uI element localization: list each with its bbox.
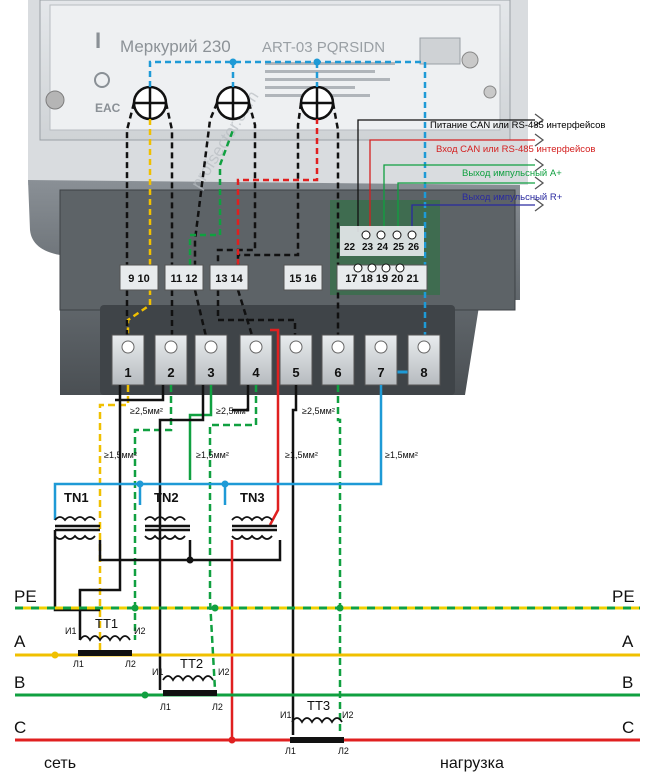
wire-size-thick-1: ≥2,5мм² (130, 406, 163, 416)
interface-pulse-r-label: Выход импульсный R+ (462, 192, 563, 203)
tt3-l1: Л1 (285, 746, 296, 756)
coil-2-icon (215, 85, 251, 121)
footer-labels: сеть нагрузка (44, 755, 504, 772)
current-transformers: TT1 TT2 TT3 И1 И2 Л1 Л2 И1 И2 Л1 Л2 И1 И… (65, 616, 353, 756)
terminal-15-16: 15 16 (289, 273, 317, 285)
bottom-terminals: 1 2 3 4 5 6 7 8 (111, 334, 441, 386)
terminal-9-10: 9 10 (128, 273, 149, 285)
interface-pulse-a-label: Выход импульсный А+ (462, 168, 562, 179)
voltage-transformer-labels: TN1 TN2 TN3 (64, 490, 265, 505)
terminal-11-12: 11 12 (171, 273, 198, 285)
bus-a-right: A (622, 632, 634, 651)
tt1-l2: Л2 (125, 659, 136, 669)
load-label: нагрузка (440, 755, 504, 772)
external-wiring (53, 328, 383, 740)
network-label: сеть (44, 755, 76, 772)
terminal-13-14: 13 14 (215, 273, 243, 285)
tt2-i2: И2 (218, 667, 229, 677)
tt2 (162, 675, 217, 696)
meter-model: Меркурий 230 (120, 37, 231, 56)
wire-size-labels: ≥2,5мм² ≥2,5мм² ≥2,5мм² ≥1,5мм² ≥1,5мм² … (104, 406, 418, 460)
tt3-label: TT3 (307, 698, 330, 713)
tn2-coil-icon (144, 516, 190, 540)
tt2-l1: Л1 (160, 702, 171, 712)
wire-size-thin-2: ≥1,5мм² (196, 450, 229, 460)
tt3-i1: И1 (280, 710, 291, 720)
tn3-coil-icon (231, 516, 277, 540)
tt2-i1: И1 (152, 667, 163, 677)
terminal-blocks: 9 10 11 12 13 14 15 16 17 18 19 20 21 (119, 264, 428, 291)
tt1-i2: И2 (134, 626, 145, 636)
terminal-23: 23 (362, 242, 374, 253)
tn2-label: TN2 (154, 490, 179, 505)
terminal-17-21: 17 18 19 20 21 (345, 273, 418, 285)
tt3 (290, 717, 344, 743)
bus-pe-right: PE (612, 587, 635, 606)
bottom-terminal-2: 2 (167, 365, 174, 380)
bottom-terminal-5: 5 (292, 365, 299, 380)
terminal-24: 24 (377, 242, 389, 253)
wire-size-thin-3: ≥1,5мм² (285, 450, 318, 460)
bus-b-right: B (622, 673, 633, 692)
tn1-coil-icon (54, 516, 100, 540)
bus-labels: PE PE A A B B C C (14, 587, 635, 737)
tn1-label: TN1 (64, 490, 89, 505)
bus-a-left: A (14, 632, 26, 651)
tt3-l2: Л2 (338, 746, 349, 756)
bus-c-left: C (14, 718, 26, 737)
internal-wiring (125, 60, 427, 374)
terminal-25: 25 (393, 242, 405, 253)
meter-seal-icon (94, 72, 110, 88)
eac-logo: EAC (95, 101, 121, 115)
bottom-terminal-3: 3 (207, 365, 214, 380)
tn3-label: TN3 (240, 490, 265, 505)
bottom-terminal-6: 6 (334, 365, 341, 380)
bus-pe-left: PE (14, 587, 37, 606)
wire-size-thick-3: ≥2,5мм² (302, 406, 335, 416)
wire-size-thin-1: ≥1,5мм² (104, 450, 137, 460)
bottom-terminal-4: 4 (252, 365, 260, 380)
wire-size-thick-2: ≥2,5мм² (216, 406, 249, 416)
voltage-transformers (54, 516, 277, 540)
terminal-22: 22 (344, 242, 356, 253)
wire-size-thin-4: ≥1,5мм² (385, 450, 418, 460)
bus-c-right: C (622, 718, 634, 737)
bus-b-left: B (14, 673, 25, 692)
meter-series: ART-03 PQRSIDN (262, 39, 385, 56)
coil-1-icon (132, 85, 168, 121)
current-coils (132, 85, 335, 121)
interface-input-label: Вход CAN или RS-485 интерфейсов (436, 144, 595, 155)
interface-labels: Питание CAN или RS-485 интерфейсов Вход … (430, 120, 605, 203)
tt3-i2: И2 (342, 710, 353, 720)
tt1-l1: Л1 (73, 659, 84, 669)
tt1-i1: И1 (65, 626, 76, 636)
bottom-terminal-1: 1 (124, 365, 131, 380)
bottom-terminal-8: 8 (420, 365, 427, 380)
tt2-l2: Л2 (212, 702, 223, 712)
tt2-label: TT2 (180, 656, 203, 671)
coil-3-icon (299, 85, 335, 121)
bottom-terminal-7: 7 (377, 365, 384, 380)
interface-power-label: Питание CAN или RS-485 интерфейсов (430, 120, 605, 131)
interface-terminals: 22 23 24 25 26 (340, 226, 424, 273)
tt1 (78, 635, 132, 656)
tt1-label: TT1 (95, 616, 118, 631)
junction-dots (51, 58, 344, 744)
terminal-26: 26 (408, 242, 420, 253)
interface-wiring (357, 113, 545, 232)
meter-logo-mark: I (95, 28, 101, 53)
